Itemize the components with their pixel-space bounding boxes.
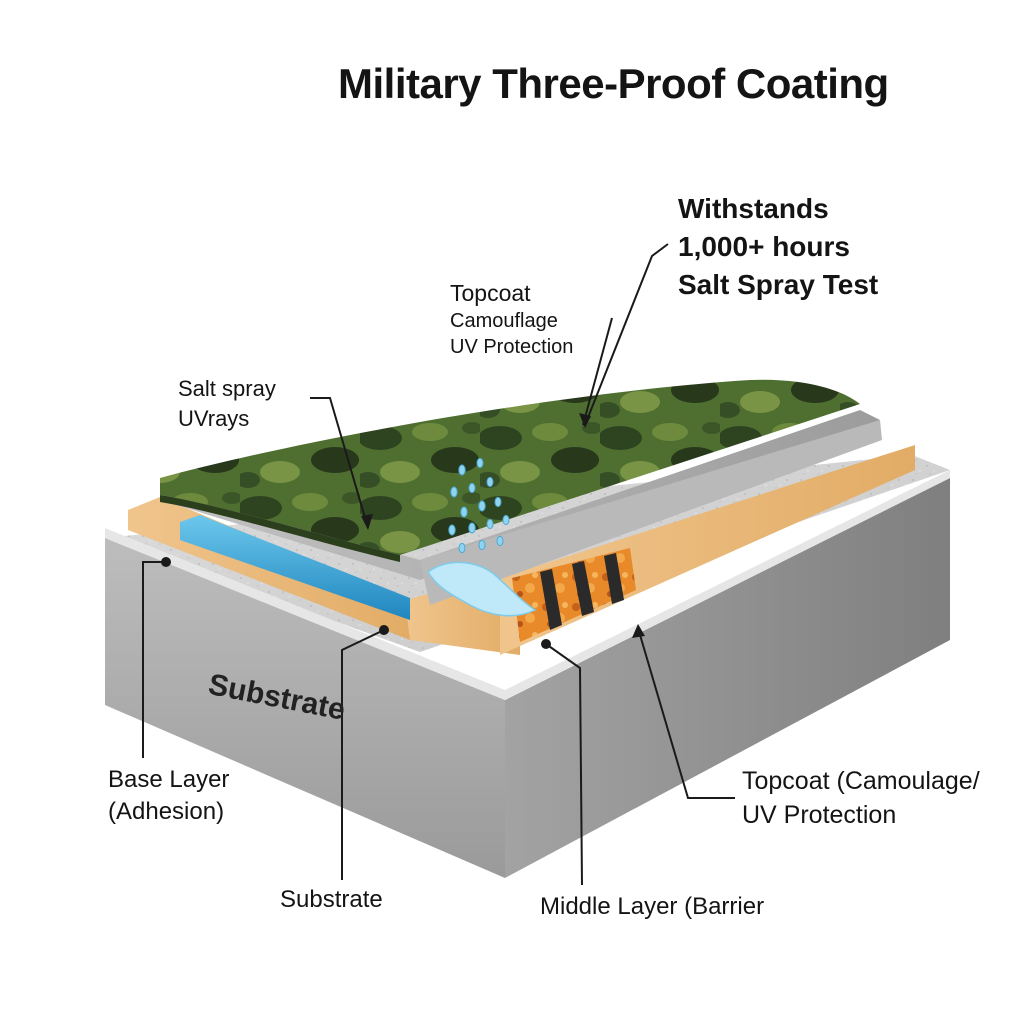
substrate-side-face <box>505 478 950 878</box>
middle-layer-primer-band <box>420 420 882 605</box>
leader-topcoat-top <box>582 317 613 426</box>
camouflage-topcoat-edge <box>160 495 400 562</box>
callout-salt-spray-uv: Salt spray UVrays <box>178 374 276 434</box>
base-layer-label-line-2: (Adhesion) <box>108 798 225 825</box>
topcoat-right-label-line-1: Topcoat (Camoulage/ <box>742 767 980 795</box>
leader-salt-test <box>584 243 669 426</box>
substrate-label: Substrate <box>280 886 383 913</box>
base-layer-label: Base Layer (Adhesion) <box>108 764 229 828</box>
leader-salt-uv <box>310 397 369 529</box>
callout-salt-test-line-1: Withstands <box>678 193 829 224</box>
camouflage-topcoat <box>160 379 860 555</box>
leader-lines <box>142 243 735 886</box>
callout-topcoat-line-1: Camouflage <box>450 310 558 332</box>
leader-middle-layer <box>545 643 583 886</box>
callout-salt-test-line-2: 1,000+ hours <box>678 231 850 262</box>
callout-salt-uv-line-2: UVrays <box>178 406 250 431</box>
orange-layer-stripes <box>540 553 624 630</box>
callout-salt-spray-test: Withstands 1,000+ hours Salt Spray Test <box>678 190 878 304</box>
leader-arrowheads <box>361 413 645 638</box>
diagram-title: Military Three-Proof Coating <box>338 60 889 107</box>
leader-substrate-bottom <box>341 629 385 880</box>
callout-topcoat-line-2: UV Protection <box>450 336 574 358</box>
callout-topcoat: Topcoat Camouflage UV Protection <box>450 278 573 360</box>
leader-dots <box>161 557 551 649</box>
base-layer-label-line-1: Base Layer <box>108 766 230 793</box>
blue-barrier-layer <box>180 515 410 620</box>
middle-layer-label: Middle Layer (Barrier <box>540 893 765 920</box>
substrate-front-face <box>105 538 505 878</box>
callout-salt-test-line-3: Salt Spray Test <box>678 269 879 300</box>
leader-topcoat-right <box>637 627 735 799</box>
leader-base-layer <box>142 561 166 758</box>
topcoat-right-label: Topcoat (Camoulage/ UV Protection <box>742 764 980 832</box>
water-droplets <box>448 457 510 554</box>
callout-topcoat-heading: Topcoat <box>450 280 531 306</box>
water-splash <box>426 561 537 617</box>
callout-salt-uv-line-1: Salt spray <box>178 376 276 401</box>
topcoat-right-label-line-2: UV Protection <box>742 801 897 829</box>
